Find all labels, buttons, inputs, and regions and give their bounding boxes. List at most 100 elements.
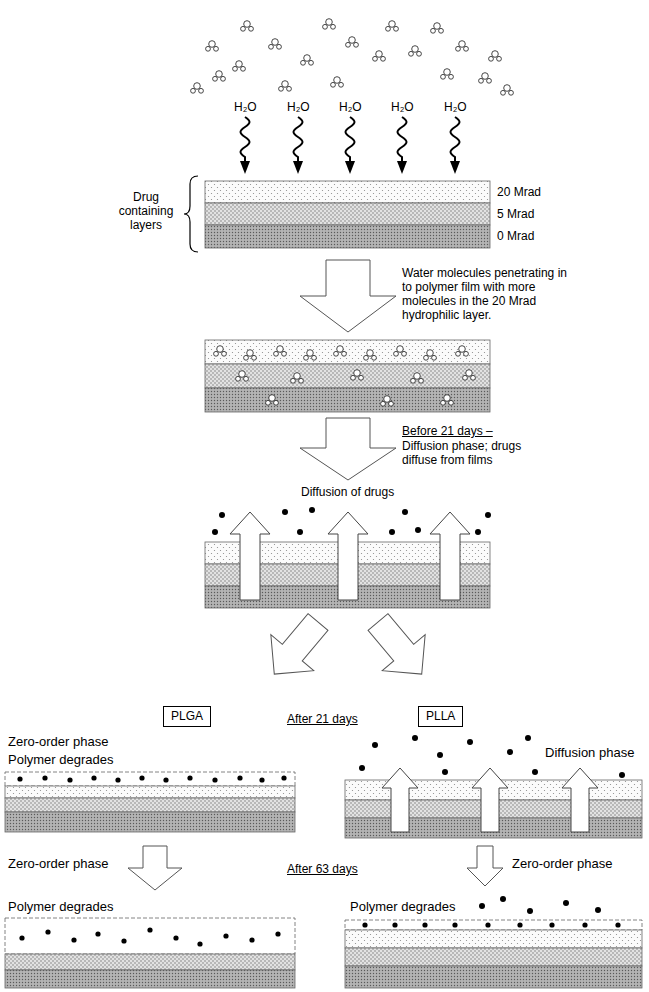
- drug-particles: [212, 507, 491, 535]
- film-layers: [5, 918, 295, 954]
- drug-particles: [19, 927, 280, 946]
- drug-particles: [17, 776, 22, 781]
- water-molecules: [206, 41, 219, 52]
- block-arrow: [253, 604, 340, 692]
- water-molecules: [213, 71, 226, 82]
- water-molecules: [456, 41, 469, 52]
- film-layers: [5, 772, 295, 832]
- drug-particles: [437, 752, 443, 758]
- process-label: Polymer degrades: [8, 899, 114, 915]
- drug-particles: [507, 749, 513, 755]
- phase-label: Zero-order phase: [8, 734, 108, 750]
- diffusion-arrow: [472, 768, 508, 832]
- drug-particles: [91, 775, 96, 780]
- film-layers: [205, 181, 490, 203]
- drug-particles: [392, 922, 397, 927]
- drug-particles: [249, 937, 254, 942]
- drug-particles: [275, 931, 280, 936]
- drug-particles: [595, 907, 601, 913]
- block-arrow: [300, 418, 396, 480]
- water-molecules: [236, 371, 249, 382]
- water-molecules: [456, 346, 469, 357]
- water-molecules: [323, 19, 336, 30]
- film-layers: [5, 918, 295, 988]
- box-text: PLLA: [426, 709, 455, 724]
- wavy-arrow: [346, 117, 355, 162]
- drug-particles: [173, 935, 178, 940]
- drug-particles: [147, 927, 152, 932]
- drug-particles: [415, 527, 421, 533]
- water-molecules: [381, 396, 394, 407]
- drug-particles: [422, 922, 427, 927]
- diffusion-arrow: [382, 768, 598, 832]
- drug-particles: [139, 775, 144, 780]
- drug-particles: [212, 529, 218, 535]
- wavy-arrow: [241, 117, 460, 162]
- water-molecules: [441, 69, 454, 80]
- layer-label: 5 Mrad: [497, 207, 534, 221]
- arrowhead: [397, 161, 407, 174]
- water-label: H₂O: [391, 100, 414, 114]
- drug-particles: [197, 941, 202, 946]
- water-molecules: [214, 346, 476, 407]
- drug-particles: [479, 903, 485, 909]
- water-label: H₂O: [234, 100, 257, 114]
- water-molecules: [304, 350, 317, 361]
- layer-label: 0 Mrad: [497, 229, 534, 243]
- film-layers: [345, 930, 642, 948]
- water-molecules: [291, 373, 304, 384]
- diffusion-arrow: [328, 512, 368, 600]
- water-label: H₂O: [444, 100, 467, 114]
- film-layers: [205, 181, 490, 248]
- water-molecules: [489, 51, 502, 62]
- box-text: PLGA: [171, 709, 203, 724]
- bracket-label: Drug containing layers: [110, 190, 182, 232]
- drug-particles: [71, 937, 76, 942]
- polymer-box: PLGA: [163, 706, 211, 727]
- film-layers: [205, 388, 490, 412]
- arrowhead: [345, 161, 355, 174]
- phase-label: Zero-order phase: [8, 856, 108, 872]
- water-molecules: [301, 55, 314, 65]
- water-molecules: [409, 46, 422, 57]
- block-arrow: [467, 846, 503, 886]
- drug-particles: [309, 507, 315, 513]
- drug-particles: [121, 938, 126, 943]
- drug-particles: [532, 769, 538, 775]
- drug-particles: [467, 739, 473, 745]
- drug-particles: [163, 777, 168, 782]
- drug-particles: [45, 929, 50, 934]
- step-heading: Before 21 days –: [402, 424, 493, 438]
- drug-particles: [402, 509, 408, 515]
- arrowhead: [240, 161, 460, 174]
- wavy-arrow: [398, 117, 407, 162]
- drug-particles: [259, 777, 264, 782]
- wavy-arrow: [294, 117, 303, 162]
- diffusion-arrow: [562, 768, 598, 832]
- water-molecules: [411, 373, 424, 384]
- drug-particles: [485, 922, 490, 927]
- curly-brace: [184, 176, 198, 252]
- water-molecules: [214, 346, 227, 357]
- drug-particles: [297, 529, 303, 535]
- process-label: Polymer degrades: [8, 752, 114, 768]
- diffusion-arrow: [430, 512, 470, 600]
- water-molecules: [269, 39, 282, 50]
- drug-particles: [219, 512, 225, 518]
- drug-particles: [549, 922, 554, 927]
- water-molecules: [386, 21, 399, 32]
- drug-particles: [389, 529, 395, 535]
- step-note: Diffusion phase; drugs diffuse from film…: [402, 439, 542, 467]
- drug-particles: [42, 775, 47, 780]
- film-layers: [345, 920, 642, 930]
- water-molecules: [191, 19, 514, 96]
- diffusion-arrow: [382, 768, 418, 832]
- water-molecules: [479, 73, 492, 84]
- water-molecules: [279, 81, 292, 92]
- flow-label: Diffusion of drugs: [301, 485, 394, 499]
- drug-particles: [19, 935, 24, 940]
- drug-particles: [527, 908, 533, 914]
- drug-particles: [282, 509, 288, 515]
- phase-label: Zero-order phase: [512, 856, 612, 872]
